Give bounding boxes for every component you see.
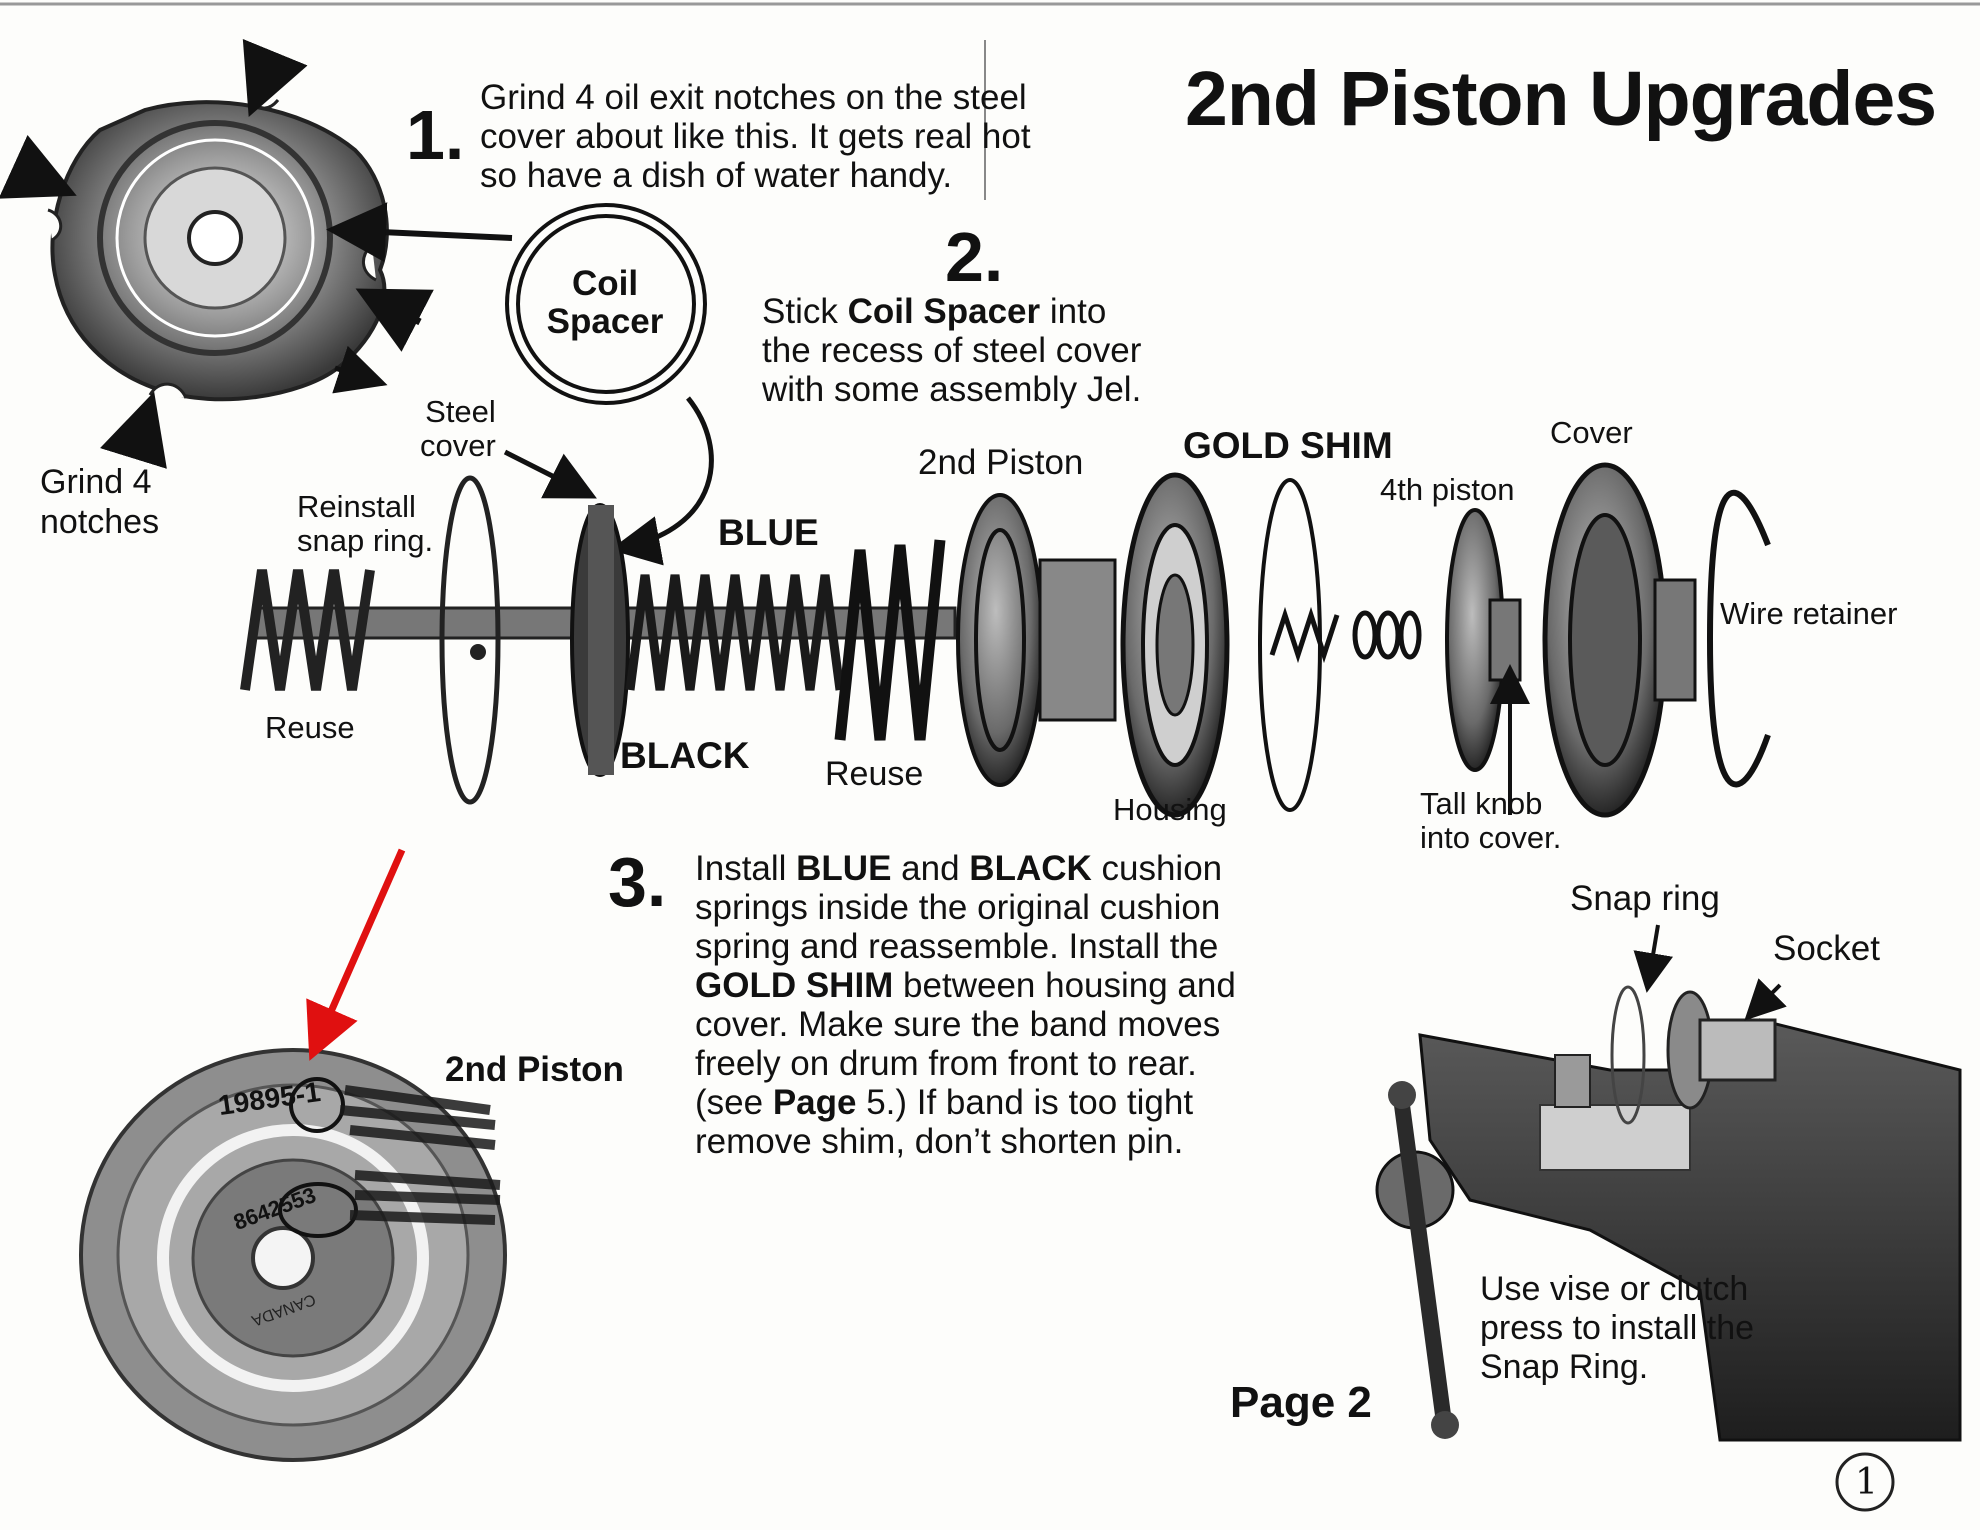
- red-pointer-arrow: [306, 848, 406, 1061]
- socket-label: Socket: [1773, 929, 1880, 968]
- step-3-line: remove shim, don’t shorten pin.: [695, 1122, 1184, 1161]
- steel-cover-photo: [47, 97, 389, 402]
- steel-cover-label-line: cover: [420, 428, 496, 463]
- page-emphasis: Page: [772, 1083, 857, 1122]
- black-spring-label: BLACK: [620, 735, 750, 776]
- second-piston-photo-label: 2nd Piston: [445, 1050, 624, 1089]
- snap-ring: [439, 475, 501, 805]
- coil-spacer-label: Coil Spacer: [530, 265, 680, 341]
- step-3-text-part: and: [891, 849, 970, 888]
- steel-cover-arrow-1: [332, 345, 388, 394]
- second-piston-label: 2nd Piston: [918, 443, 1084, 482]
- notch-arrow: [242, 38, 308, 117]
- spring-reuse-left: [240, 569, 375, 691]
- grind-label-line: notches: [40, 503, 160, 541]
- vise-instruction-line: Snap Ring.: [1480, 1348, 1649, 1386]
- circled-page-number: 1: [1855, 1462, 1878, 1503]
- tall-knob-label-line: Tall knob: [1420, 786, 1543, 821]
- reuse-mid-label: Reuse: [825, 755, 924, 793]
- tall-knob-label: Tall knob into cover.: [1420, 787, 1561, 855]
- step-2-text-part: Stick: [762, 292, 848, 331]
- step-1-line: Grind 4 oil exit notches on the steel: [480, 78, 1027, 117]
- wire-retainer: [1706, 489, 1771, 788]
- reuse-left-label: Reuse: [265, 710, 355, 745]
- step-3-line: cover. Make sure the band moves: [695, 1005, 1221, 1044]
- coil-spacer-emphasis: Coil Spacer: [847, 292, 1041, 331]
- notch-arrow: [355, 288, 434, 352]
- tall-knob-label-line: into cover.: [1420, 820, 1562, 855]
- step-1-number: 1.: [406, 96, 465, 174]
- blue-black-springs: [625, 574, 845, 691]
- step-3-number: 3.: [608, 843, 667, 921]
- vise-instruction: Use vise or clutch press to install the …: [1480, 1270, 1754, 1387]
- page-label: Page 2: [1230, 1378, 1372, 1427]
- gold-shim-label: GOLD SHIM: [1183, 425, 1393, 466]
- step-2-line: with some assembly Jel.: [762, 370, 1142, 409]
- reinstall-label-line: snap ring.: [297, 523, 434, 558]
- step-3-line: springs inside the original cushion: [695, 888, 1221, 927]
- vise-photo: [1375, 985, 1962, 1442]
- step-3-line: spring and reassemble. Install the: [695, 927, 1219, 966]
- steel-cover-arrow-2: [503, 449, 597, 499]
- step-1-line: so have a dish of water handy.: [480, 156, 953, 195]
- notch-arrow: [0, 134, 77, 199]
- fourth-piston-label: 4th piston: [1380, 472, 1515, 507]
- gold-shim: [1258, 478, 1322, 812]
- circled-page-number-ring: [1835, 1452, 1895, 1512]
- vise-instruction-line: press to install the: [1480, 1309, 1755, 1347]
- step-3-text-part: (see: [695, 1083, 773, 1122]
- page-title: 2nd Piston Upgrades: [1185, 56, 1937, 142]
- step-2-text-part: into: [1040, 292, 1107, 331]
- step-1-line: cover about like this. It gets real hot: [480, 117, 1031, 156]
- step-2-line: the recess of steel cover: [762, 331, 1142, 370]
- step-3-text-part: 5.) If band is too tight: [856, 1083, 1194, 1122]
- black-emphasis: BLACK: [969, 849, 1092, 888]
- piston-stem: [1038, 558, 1117, 722]
- step-3-text-part: Install: [695, 849, 797, 888]
- reinstall-snap-ring-label: Reinstall snap ring.: [297, 490, 433, 558]
- blue-emphasis: BLUE: [796, 849, 892, 888]
- notch-arrow: [100, 391, 167, 469]
- step-1-text: Grind 4 oil exit notches on the steel co…: [480, 78, 1031, 195]
- blue-spring-label: BLUE: [718, 512, 819, 553]
- vise-instruction-line: Use vise or clutch: [1480, 1270, 1749, 1308]
- reinstall-label-line: Reinstall: [297, 489, 416, 524]
- snap-ring-label: Snap ring: [1570, 879, 1720, 918]
- coil-spacer-label-line: Spacer: [546, 302, 664, 341]
- second-piston-photo: [79, 1048, 507, 1462]
- steel-cover-label: Steel cover: [420, 395, 496, 463]
- step-3-text: Install BLUE and BLACK cushion springs i…: [695, 849, 1236, 1161]
- exploded-assembly: [240, 462, 1771, 818]
- gold-shim-emphasis: GOLD SHIM: [695, 966, 894, 1005]
- cover-label: Cover: [1550, 415, 1633, 450]
- steel-cover-label-line: Steel: [425, 394, 496, 429]
- step-3-text-part: between housing and: [893, 966, 1236, 1005]
- housing-label: Housing: [1113, 792, 1227, 827]
- wire-retainer-label: Wire retainer: [1720, 596, 1898, 631]
- coil-to-assembly-arrow: [610, 396, 714, 566]
- coil-spacer-ring: [505, 203, 707, 405]
- grind-notches-label: Grind 4 notches: [40, 462, 159, 542]
- coil-spacer-label-line: Coil: [571, 264, 639, 303]
- step-2-text: Stick Coil Spacer into the recess of ste…: [762, 292, 1141, 409]
- grind-label-line: Grind 4: [40, 463, 152, 501]
- small-spring: [1269, 606, 1340, 664]
- spring-reuse-mid: [834, 539, 946, 741]
- second-piston: [956, 493, 1044, 787]
- step-2-number: 2.: [945, 218, 1004, 296]
- socket-arrow: [1744, 978, 1787, 1021]
- step-3-line: freely on drum from front to rear.: [695, 1044, 1197, 1083]
- snap-ring-arrow: [1633, 924, 1673, 993]
- step-3-text-part: cushion: [1091, 849, 1223, 888]
- coil-to-cover-arrow: [326, 202, 513, 263]
